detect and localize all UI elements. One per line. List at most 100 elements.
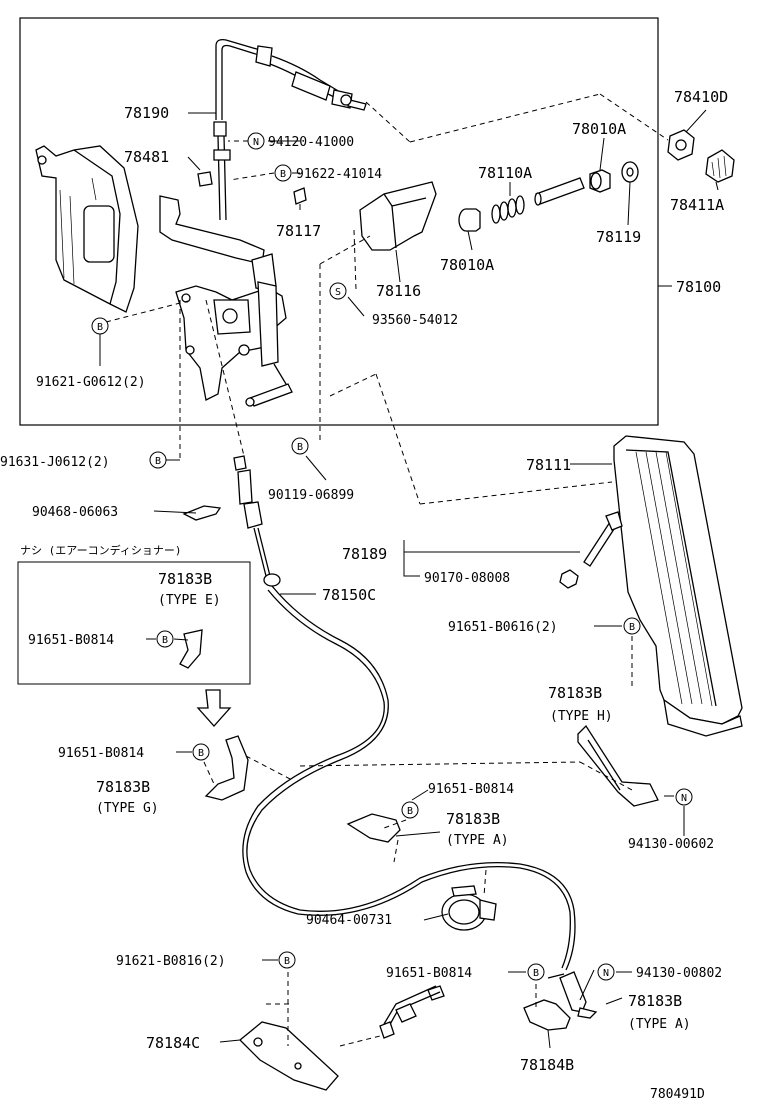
cable-78150c-drawing xyxy=(233,455,576,1039)
label-90119-06899: 90119-06899 xyxy=(268,488,354,503)
svg-text:B: B xyxy=(533,968,539,979)
label-91651-b0814-a: 91651-B0814 xyxy=(428,782,514,797)
svg-text:B: B xyxy=(297,442,303,453)
svg-text:N: N xyxy=(253,137,259,148)
spring-78110a-drawing xyxy=(491,195,525,224)
symbol-b-91621b: B xyxy=(278,951,296,969)
symbol-b-91651-b2: B xyxy=(527,963,545,981)
symbol-b-91651-box: B xyxy=(156,630,174,648)
label-91622-41014: 91622-41014 xyxy=(296,167,382,182)
cable-78190-drawing xyxy=(213,38,367,221)
label-type-h: (TYPE H) xyxy=(550,709,613,724)
bushing-78010a-upper-drawing xyxy=(589,169,611,193)
label-78183b-type-a2: 78183B xyxy=(628,992,682,1010)
symbol-b-91621g: B xyxy=(91,317,109,335)
label-78010a-bottom: 78010A xyxy=(440,256,494,274)
symbol-b-91631: B xyxy=(149,451,167,469)
washer-78119-drawing xyxy=(621,161,639,183)
label-78111: 78111 xyxy=(526,456,571,474)
label-78184b: 78184B xyxy=(520,1056,574,1074)
label-78010a-top: 78010A xyxy=(572,120,626,138)
label-78183b-type-g: 78183B xyxy=(96,778,150,796)
svg-text:S: S xyxy=(335,287,341,298)
stopper-78410d-drawing xyxy=(667,129,695,161)
symbol-b-91651-b0616: B xyxy=(623,617,641,635)
side-bracket-drawing xyxy=(35,145,139,313)
symbol-b-91622: B xyxy=(274,164,292,182)
svg-text:B: B xyxy=(97,322,103,333)
label-78100: 78100 xyxy=(676,278,721,296)
svg-text:N: N xyxy=(603,968,609,979)
label-91631-j0612: 91631-J0612(2) xyxy=(0,455,110,470)
svg-text:B: B xyxy=(198,748,204,759)
symbol-s-93560: S xyxy=(329,282,347,300)
label-78150c: 78150C xyxy=(322,586,376,604)
label-78190: 78190 xyxy=(124,104,169,122)
rod-drawing xyxy=(534,177,585,206)
clip-90468-drawing xyxy=(182,505,222,521)
symbol-n-94120: N xyxy=(247,132,265,150)
bracket-type-a-drawing xyxy=(346,813,401,843)
svg-text:B: B xyxy=(280,169,286,180)
leader-lines xyxy=(99,93,719,1049)
svg-text:N: N xyxy=(681,793,687,804)
bushing-78010a-lower-drawing xyxy=(458,208,481,232)
label-91621-g0612: 91621-G0612(2) xyxy=(36,375,146,390)
symbol-n-94130-602: N xyxy=(675,788,693,806)
label-type-e: (TYPE E) xyxy=(158,593,221,608)
cap-78411a-drawing xyxy=(705,149,735,183)
symbol-b-91651-a: B xyxy=(401,801,419,819)
bracket-78184b-drawing xyxy=(523,971,598,1031)
label-91621-b0816: 91621-B0816(2) xyxy=(116,954,226,969)
label-78119: 78119 xyxy=(596,228,641,246)
box-arrow xyxy=(196,689,232,727)
bolt-90170-drawing xyxy=(559,511,623,589)
bracket-type-e-drawing xyxy=(179,629,203,669)
label-91651-b0616: 91651-B0616(2) xyxy=(448,620,558,635)
svg-text:B: B xyxy=(284,956,290,967)
clip-78481-drawing xyxy=(197,171,213,187)
pedal-bracket-drawing xyxy=(159,195,293,407)
label-78183b-type-a: 78183B xyxy=(446,810,500,828)
label-91651-b0814-box: 91651-B0814 xyxy=(28,633,114,648)
label-78116: 78116 xyxy=(376,282,421,300)
label-78411a: 78411A xyxy=(670,196,724,214)
part-78117-drawing xyxy=(293,187,307,205)
bracket-78184c-drawing xyxy=(239,1021,339,1091)
label-type-g: (TYPE G) xyxy=(96,801,159,816)
label-94130-00602: 94130-00602 xyxy=(628,837,714,852)
clamp-90464-drawing xyxy=(441,885,497,931)
bracket-type-h-drawing xyxy=(577,724,659,807)
svg-text:B: B xyxy=(407,806,413,817)
label-no-ac-note: ナシ (エアーコンディショナー) xyxy=(20,543,181,557)
svg-text:B: B xyxy=(162,635,168,646)
label-90468-06063: 90468-06063 xyxy=(32,505,118,520)
label-91651-b0814-b2: 91651-B0814 xyxy=(386,966,472,981)
symbol-b-90119: B xyxy=(291,437,309,455)
label-type-a2: (TYPE A) xyxy=(628,1017,691,1032)
label-78189: 78189 xyxy=(342,545,387,563)
label-78183b-type-e: 78183B xyxy=(158,570,212,588)
bracket-type-g-drawing xyxy=(204,735,249,801)
symbol-b-91651-g: B xyxy=(192,743,210,761)
label-drawing-number: 780491D xyxy=(650,1087,705,1102)
bracket-78116-drawing xyxy=(359,181,437,251)
label-91651-b0814-g: 91651-B0814 xyxy=(58,746,144,761)
label-type-a: (TYPE A) xyxy=(446,833,509,848)
label-78110a: 78110A xyxy=(478,164,532,182)
pedal-78111-drawing xyxy=(613,435,743,737)
label-78481: 78481 xyxy=(124,148,169,166)
label-94130-00802: 94130-00802 xyxy=(636,966,722,981)
label-78183b-type-h: 78183B xyxy=(548,684,602,702)
assembly-frame xyxy=(19,17,659,426)
label-93560-54012: 93560-54012 xyxy=(372,313,458,328)
label-90170-08008: 90170-08008 xyxy=(424,571,510,586)
no-ac-box xyxy=(17,561,251,685)
label-78117: 78117 xyxy=(276,222,321,240)
label-90464-00731: 90464-00731 xyxy=(306,913,392,928)
label-78184c: 78184C xyxy=(146,1034,200,1052)
symbol-n-94130-802: N xyxy=(597,963,615,981)
svg-text:B: B xyxy=(155,456,161,467)
label-94120-41000: 94120-41000 xyxy=(268,135,354,150)
